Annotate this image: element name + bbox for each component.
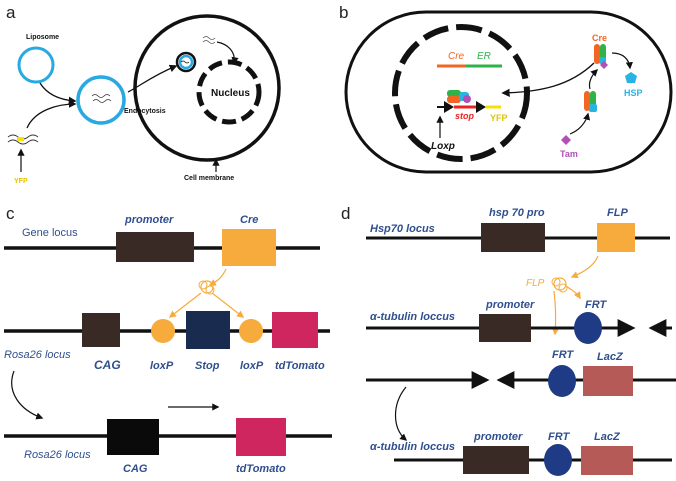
rosa26-locus-label-2: Rosa26 locus (24, 449, 91, 461)
liposome-label: Liposome (26, 34, 59, 41)
flp-label-mid: FLP (526, 278, 545, 289)
cell-membrane-label: Cell membrane (184, 175, 234, 182)
endocytosis-label: Endocytosis (124, 108, 166, 115)
tubulin-locus-label-1: α-tubulin loccus (370, 311, 455, 323)
panel-c: c Gene locus promoter Cre Rosa26 locus C… (4, 204, 332, 475)
lacz-box-1 (583, 366, 633, 396)
tdtomato-label-2: tdTomato (236, 463, 286, 475)
flp-label-top: FLP (607, 207, 628, 219)
frt-label-2: FRT (552, 349, 574, 361)
promoter-box-d1 (479, 314, 531, 342)
tdtomato-box-1 (272, 312, 318, 348)
stop-label-c: Stop (195, 360, 220, 372)
cre-label-b: Cre (448, 51, 465, 62)
hsp70-pro-label: hsp 70 pro (489, 207, 545, 219)
frt-circle-3 (544, 444, 572, 476)
frt-circle-2 (548, 365, 576, 397)
nucleus-label: Nucleus (211, 88, 250, 99)
hsp70-pro-box (481, 223, 545, 252)
loxp-label-c1: loxP (150, 360, 174, 372)
promoter-box-c (116, 232, 194, 262)
promoter-label-c: promoter (124, 214, 174, 226)
panel-d: d Hsp70 locus hsp 70 pro FLP FLP α-tubul… (341, 204, 676, 476)
cag-label-2: CAG (123, 463, 148, 475)
hsp-pentagon (625, 72, 637, 83)
lacz-label-2: LacZ (594, 431, 621, 443)
panel-a-letter: a (6, 3, 16, 22)
endosome-inner (178, 54, 194, 70)
lacz-label-1: LacZ (597, 351, 624, 363)
lacz-box-2 (581, 446, 633, 475)
promoter-label-d1: promoter (485, 299, 535, 311)
liposome-circle (17, 46, 55, 84)
dna-squiggle-cell (202, 36, 216, 44)
yfp-label-b: YFP (490, 113, 508, 123)
tubulin-locus-label-2: α-tubulin loccus (370, 441, 455, 453)
rosa26-locus-label-1: Rosa26 locus (4, 349, 71, 361)
stop-label-b: stop (455, 111, 475, 121)
panel-d-letter: d (341, 204, 350, 223)
er-label-b: ER (477, 51, 491, 62)
tdtomato-label-1: tdTomato (275, 360, 325, 372)
frt-label-1: FRT (585, 299, 607, 311)
panel-b-letter: b (339, 3, 348, 22)
promoter-label-d2: promoter (473, 431, 523, 443)
cre-label-c: Cre (240, 214, 258, 226)
tam-label: Tam (560, 149, 578, 159)
cre-recombinase-blob (198, 280, 215, 295)
loxp-circle-2 (239, 319, 263, 343)
cag-label-1: CAG (94, 358, 121, 372)
cag-box-1 (82, 313, 120, 347)
tam-diamond (561, 135, 571, 145)
cell-outline-b (344, 10, 673, 174)
panel-b: b Cre ER stop YFP Loxp Cre HSP (339, 3, 673, 174)
cre-box-c (222, 229, 276, 266)
tdtomato-box-2 (236, 418, 286, 456)
loxp-circle-1 (151, 319, 175, 343)
hsp70-locus-label: Hsp70 locus (370, 223, 435, 235)
nucleus-dashed-b (392, 24, 530, 162)
yfp-label-a: YFP (14, 178, 28, 185)
nucleus-circle (196, 59, 262, 125)
frt-circle-1 (574, 312, 602, 344)
panel-a: a Nucleus Liposome Endocytosis YFP Cell … (6, 3, 281, 185)
flp-box (597, 223, 635, 252)
loaded-liposome-circle (76, 75, 126, 125)
panel-c-letter: c (6, 204, 15, 223)
gene-locus-label: Gene locus (22, 227, 78, 239)
flp-recombinase-blob (551, 277, 568, 293)
stop-box (186, 311, 230, 349)
cre-right-label: Cre (592, 33, 607, 43)
loxp-label-b: Loxp (431, 141, 455, 152)
frt-label-3: FRT (548, 431, 570, 443)
cag-box-2 (107, 419, 159, 455)
hsp-label: HSP (624, 88, 643, 98)
promoter-box-d2 (463, 446, 529, 474)
loxp-label-c2: loxP (240, 360, 264, 372)
